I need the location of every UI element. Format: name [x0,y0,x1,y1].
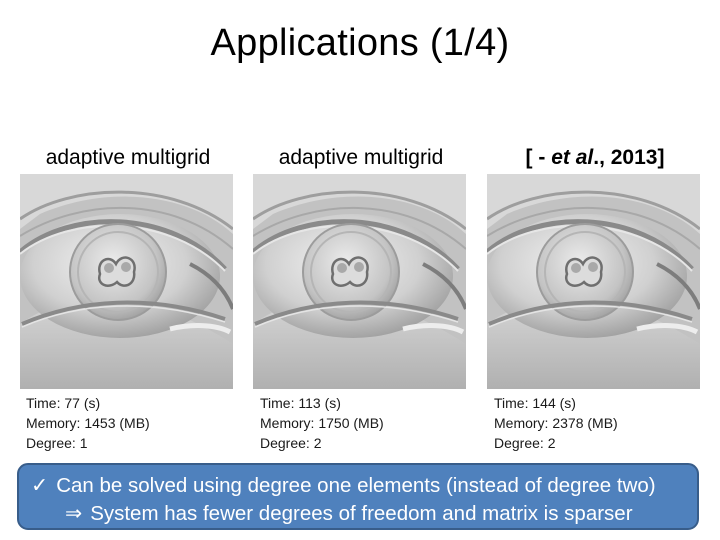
slide-title: Applications (1/4) [210,22,510,64]
column-2-label: adaptive multigrid [278,146,444,169]
eye-render-image-1 [20,174,233,389]
callout-line-1: ✓ Can be solved using degree one elements… [31,473,656,498]
eye-surface-icon [20,174,233,389]
time-stat: Time: 77 (s) [26,395,101,411]
callout-text-2: System has fewer degrees of freedom and … [90,502,633,525]
degree-stat: Degree: 2 [260,435,322,451]
column-3-stats: Time: 144 (s) Memory: 2378 (MB) Degree: … [494,393,618,453]
degree-stat: Degree: 2 [494,435,556,451]
memory-stat: Memory: 1453 (MB) [26,415,150,431]
summary-callout: ✓ Can be solved using degree one elements… [17,463,699,530]
column-3-label: [ - et al., 2013] [505,146,685,170]
eye-render-image-2 [253,174,466,389]
citation-open: [ - [525,146,552,169]
column-1-label: adaptive multigrid [45,146,211,169]
time-stat: Time: 113 (s) [260,395,341,411]
time-stat: Time: 144 (s) [494,395,576,411]
eye-surface-icon [487,174,700,389]
callout-line-2: ⇒ System has fewer degrees of freedom and… [65,501,633,526]
callout-text-1: Can be solved using degree one elements … [56,474,656,497]
citation-italic: et al [551,146,594,169]
memory-stat: Memory: 1750 (MB) [260,415,384,431]
citation-close: ., 2013] [593,146,665,169]
eye-surface-icon [253,174,466,389]
degree-stat: Degree: 1 [26,435,88,451]
column-1-stats: Time: 77 (s) Memory: 1453 (MB) Degree: 1 [26,393,150,453]
implies-arrow-icon: ⇒ [65,502,83,525]
checkmark-icon: ✓ [31,474,49,497]
eye-render-image-3 [487,174,700,389]
column-2-stats: Time: 113 (s) Memory: 1750 (MB) Degree: … [260,393,384,453]
memory-stat: Memory: 2378 (MB) [494,415,618,431]
